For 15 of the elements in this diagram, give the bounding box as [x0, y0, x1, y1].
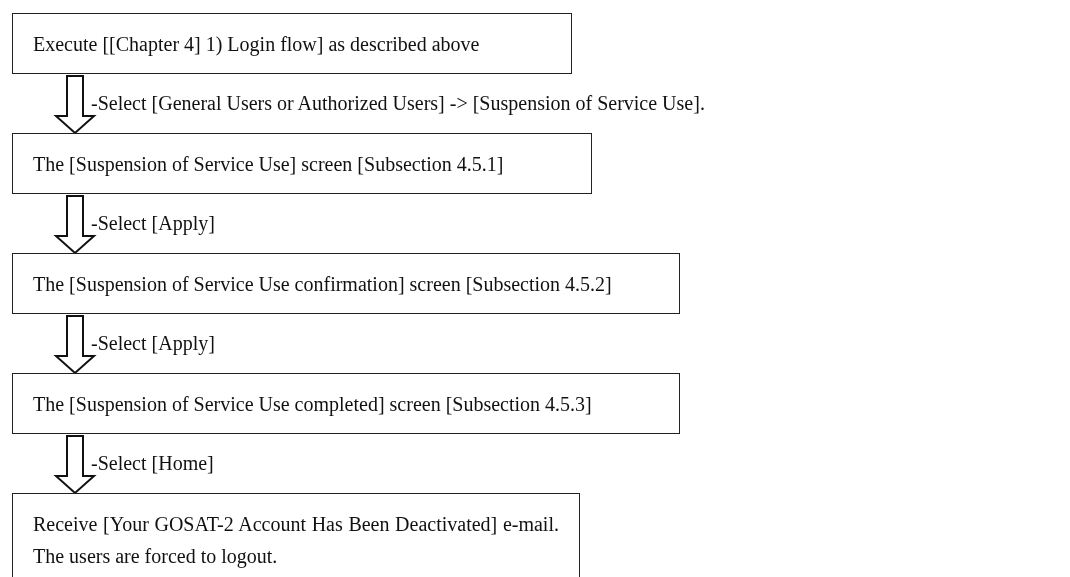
step-text: Execute [[Chapter 4] 1) Login flow] as described above: [33, 31, 480, 58]
step-text: The [Suspension of Service Use completed] screen [Subsection 4.5.3]: [33, 391, 592, 418]
process-box: [12, 493, 580, 577]
step-text: Receive [Your GOSAT-2 Account Has Been Deactivated] e-mail. The users are forced to logout.: [33, 512, 559, 570]
hollow-down-arrow: [53, 75, 97, 135]
hollow-down-arrow: [53, 195, 97, 255]
step-text: The [Suspension of Service Use confirmation] screen [Subsection 4.5.2]: [33, 271, 612, 298]
edge-label: -Select [General Users or Authorized Users] -> [Suspension of Service Use].: [89, 92, 707, 114]
process-box: [12, 13, 572, 74]
hollow-down-arrow: [53, 315, 97, 375]
process-box: [12, 253, 680, 314]
process-box: [12, 133, 592, 194]
process-box: [12, 373, 680, 434]
step-text: The [Suspension of Service Use] screen [Subsection 4.5.1]: [33, 151, 504, 178]
hollow-down-arrow: [53, 435, 97, 495]
